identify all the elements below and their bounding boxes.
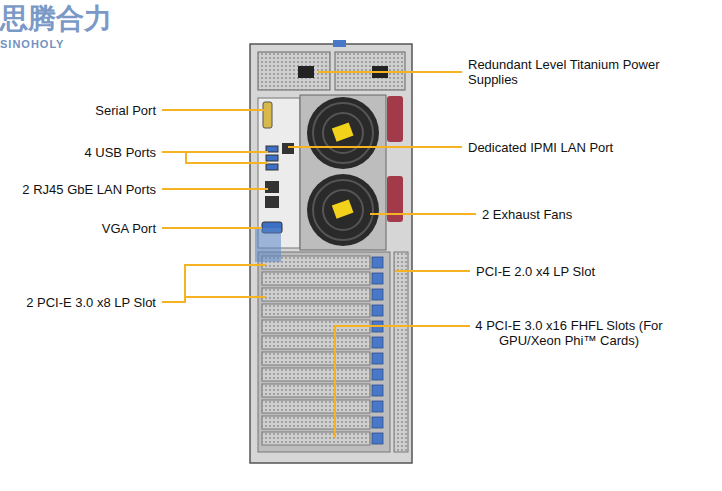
lan-port: [265, 181, 279, 193]
exhaust-fan: [307, 174, 379, 246]
slot-cover: [262, 288, 383, 301]
serial-port: [263, 102, 272, 128]
slot-cover: [262, 368, 383, 381]
callout-label: VGA Port: [102, 221, 156, 236]
ipmi-port: [282, 143, 294, 154]
slot-cover: [262, 336, 383, 349]
exhaust-fan: [307, 97, 379, 169]
callout-label: Dedicated IPMI LAN Port: [468, 140, 613, 155]
power-socket: [298, 66, 314, 78]
leader-line: [162, 109, 264, 111]
slot-cover: [262, 432, 383, 445]
callout-label: 4 PCI-E 3.0 x16 FHFL Slots (For GPU/Xeon…: [474, 318, 664, 348]
leader-line: [162, 227, 262, 229]
leader-line: [162, 188, 268, 190]
callout-label: 2 RJ45 GbE LAN Ports: [22, 182, 156, 197]
usb-port: [266, 164, 278, 170]
leader-line: [370, 213, 476, 215]
slot-cover: [262, 304, 383, 317]
top-tab: [333, 40, 346, 47]
leader-line: [335, 326, 470, 438]
callout-label: Redundant Level Titanium Power Supplies: [468, 57, 668, 87]
leader-line: [186, 152, 268, 163]
fan-guard: [323, 190, 363, 230]
chassis: [250, 44, 412, 463]
lan-port: [265, 196, 279, 208]
slot-cover: [262, 384, 383, 397]
io-panel: [258, 98, 300, 248]
leader-line: [395, 270, 470, 272]
fan-sticker: [332, 122, 354, 141]
callout-label: 4 USB Ports: [84, 145, 156, 160]
callout-label: Serial Port: [95, 103, 156, 118]
slot-cover: [262, 416, 383, 429]
fan-guard: [313, 103, 373, 163]
leader-line: [185, 296, 266, 298]
usb-port: [266, 155, 278, 161]
callout-label: 2 Exhaust Fans: [482, 207, 572, 222]
slot-area: [258, 252, 390, 452]
leader-lines: [162, 72, 476, 438]
callout-label: 2 PCI-E 3.0 x8 LP Slot: [26, 295, 156, 310]
leader-line: [162, 151, 268, 153]
leader-line: [318, 71, 462, 73]
leader-line: [162, 265, 266, 302]
slot-cover: [262, 352, 383, 365]
fan-sticker: [332, 199, 354, 218]
slot-cover: [262, 400, 383, 413]
watermark-logo: [255, 228, 281, 262]
fan-handle: [387, 96, 403, 142]
fan-handle: [387, 176, 403, 222]
slot-cover: [262, 272, 383, 285]
fan-housing: [300, 95, 386, 250]
fan-guard: [313, 180, 373, 240]
side-vent: [394, 252, 408, 452]
callout-label: PCI-E 2.0 x4 LP Slot: [476, 264, 595, 279]
leader-line: [288, 146, 462, 148]
watermark: 思腾合力: [0, 0, 722, 38]
watermark: SINOHOLY: [0, 38, 722, 50]
